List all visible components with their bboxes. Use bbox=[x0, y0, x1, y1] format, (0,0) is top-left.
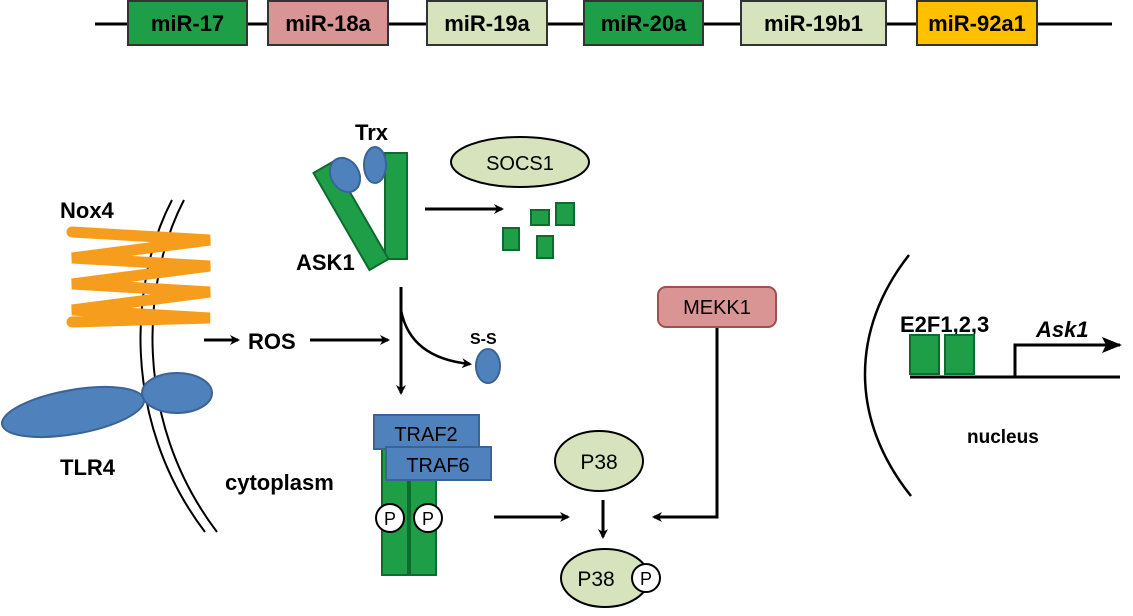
mekk1-to-p38-arrow bbox=[652, 328, 719, 522]
ask1-complex bbox=[312, 146, 408, 272]
mekk1-box bbox=[657, 286, 777, 328]
mir-gene-label: miR-19a bbox=[444, 11, 530, 36]
degraded-fragments bbox=[502, 202, 575, 259]
ask1-gene-label: Ask1 bbox=[1035, 317, 1089, 342]
gene-cluster: miR-17 miR-18a miR-19a miR-20a miR-19b1 miR-9… bbox=[95, 0, 1112, 46]
traf6-label: TRAF6 bbox=[406, 455, 469, 477]
trx-protein bbox=[363, 146, 387, 184]
ask1-label: ASK1 bbox=[296, 250, 355, 275]
transcription-start-arrow bbox=[1013, 337, 1122, 377]
ss-label: S-S bbox=[470, 331, 497, 348]
trx-label: Trx bbox=[355, 120, 389, 145]
socs1-label: SOCS1 bbox=[486, 153, 554, 175]
mir-gene-label: miR-92a1 bbox=[928, 11, 1026, 36]
mekk1-label: MEKK1 bbox=[683, 297, 751, 319]
mir-gene-box bbox=[740, 0, 887, 46]
phospho-label: P bbox=[422, 509, 434, 529]
traf-complex bbox=[373, 414, 492, 576]
p38-ellipse bbox=[554, 430, 644, 492]
mir-gene-box bbox=[426, 0, 548, 46]
mir-gene-box bbox=[267, 0, 389, 46]
mir-gene-box bbox=[127, 0, 248, 46]
e2f-label: E2F1,2,3 bbox=[900, 312, 989, 337]
mir-gene-label: miR-19b1 bbox=[764, 11, 863, 36]
nuclear-envelope bbox=[863, 254, 912, 497]
mir-gene-box bbox=[916, 0, 1038, 46]
phospho-label: P bbox=[384, 509, 396, 529]
phospho-circle bbox=[631, 563, 661, 593]
phospho-circle bbox=[413, 503, 443, 533]
tlr4-receptor bbox=[0, 372, 213, 439]
cytoplasm-label: cytoplasm bbox=[225, 470, 334, 495]
phospho-circle bbox=[375, 503, 405, 533]
ros-label: ROS bbox=[248, 329, 296, 354]
tlr4-label: TLR4 bbox=[60, 455, 116, 480]
traf2-label: TRAF2 bbox=[394, 424, 457, 446]
traf6-box bbox=[385, 446, 492, 481]
nucleus-label: nucleus bbox=[967, 427, 1039, 448]
nox4-label: Nox4 bbox=[60, 198, 115, 223]
socs1-ellipse bbox=[450, 136, 590, 188]
mir-gene-label: miR-17 bbox=[151, 11, 224, 36]
oxidized-trx bbox=[475, 348, 501, 384]
e2f-box bbox=[909, 334, 940, 375]
phospho-label: P bbox=[640, 569, 652, 589]
mir-gene-label: miR-20a bbox=[601, 11, 687, 36]
e2f-box bbox=[944, 334, 975, 375]
p38-label: P38 bbox=[580, 451, 617, 474]
mir-gene-label: miR-18a bbox=[285, 11, 371, 36]
mir-gene-box bbox=[583, 0, 704, 46]
p38-phospho-label: P38 bbox=[577, 568, 614, 591]
nox4-coil bbox=[66, 226, 211, 328]
trx-protein bbox=[328, 156, 362, 194]
trx-release-arrow bbox=[399, 309, 472, 369]
